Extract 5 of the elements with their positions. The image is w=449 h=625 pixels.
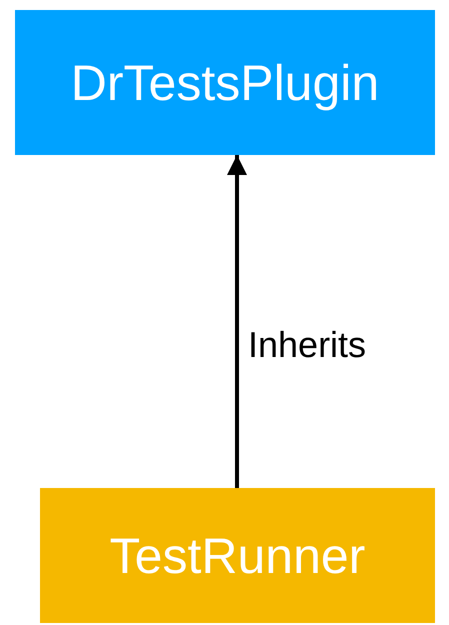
class-box	[40, 488, 435, 623]
class-box	[15, 10, 435, 155]
class-name: DrTestsPlugin	[70, 54, 380, 112]
class-name: TestRunner	[110, 526, 366, 584]
arrow	[227, 155, 247, 488]
